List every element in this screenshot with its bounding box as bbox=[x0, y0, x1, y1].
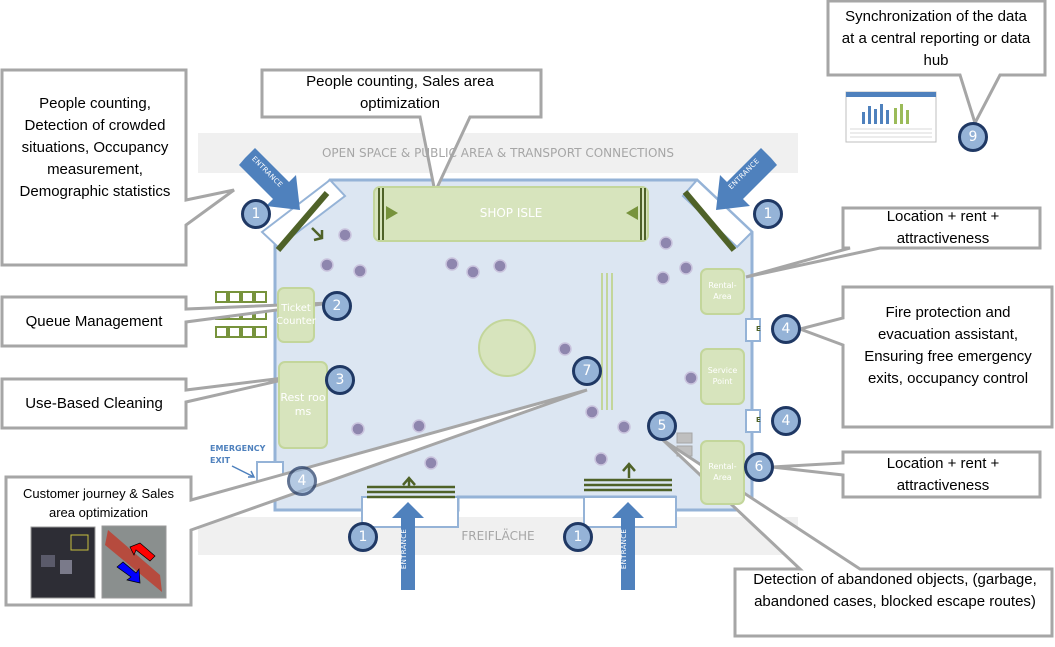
person-icon bbox=[679, 261, 693, 275]
person-icon bbox=[659, 236, 673, 250]
callout-bubble-location-top bbox=[745, 206, 1042, 279]
callout-bubble-abandoned bbox=[661, 438, 1054, 638]
direction-arrow-icon bbox=[311, 227, 324, 242]
journey-photo-crowd bbox=[101, 525, 167, 599]
emergency-exit-label: EMERGENCY EXIT bbox=[210, 444, 266, 465]
red-arrow-icon bbox=[129, 542, 156, 562]
person-icon bbox=[493, 259, 507, 273]
top-band: OPEN SPACE & PUBLIC AREA & TRANSPORT CON… bbox=[321, 146, 674, 160]
exit-marker: E bbox=[756, 416, 761, 424]
direction-arrow-icon bbox=[402, 476, 416, 487]
ticket-counter: Ticket Counter bbox=[276, 287, 316, 343]
entrance-arrow-top-right-icon bbox=[716, 148, 777, 210]
shop-isle: SHOP ISLE bbox=[373, 186, 649, 242]
callout-queue-text: Queue Management bbox=[25, 313, 163, 330]
center-feature bbox=[478, 319, 536, 377]
rental-area-top: Rental-Area bbox=[700, 268, 745, 315]
bottom-band-background bbox=[198, 517, 798, 555]
callout-bubble-crowd bbox=[0, 68, 235, 267]
callout-journey-text: Customer journey & Sales area optimizati… bbox=[22, 486, 174, 520]
door-left bbox=[275, 191, 330, 252]
exit-marker: E bbox=[756, 325, 761, 333]
callout-crowd-text: People counting, Detection of crowded si… bbox=[19, 95, 171, 200]
badge-9: 9 bbox=[958, 122, 988, 152]
door-right bbox=[682, 190, 737, 252]
person-icon bbox=[594, 452, 608, 466]
badge-6: 6 bbox=[744, 452, 774, 482]
callout-abandoned-text: Detection of abandoned objects, (garbage… bbox=[753, 571, 1037, 610]
person-icon bbox=[617, 420, 631, 434]
callout-location-bottom-text: Location + rent + attractiveness bbox=[886, 455, 1000, 494]
person-icon bbox=[412, 419, 426, 433]
person-icon bbox=[338, 228, 352, 242]
restrooms: Rest roo ms bbox=[278, 361, 328, 449]
callout-bubble-location-bottom bbox=[771, 450, 1042, 499]
person-icon bbox=[353, 264, 367, 278]
door-bottom-right bbox=[584, 478, 672, 492]
badge-1: 1 bbox=[563, 522, 593, 552]
badge-2: 2 bbox=[322, 291, 352, 321]
callout-fire-text: Fire protection and evacuation assistant… bbox=[864, 304, 1032, 387]
door-bottom-left bbox=[367, 485, 455, 499]
person-icon bbox=[684, 371, 698, 385]
callout-bubble-sales bbox=[260, 68, 543, 197]
person-icon bbox=[656, 271, 670, 285]
callout-cleaning-text: Use-Based Cleaning bbox=[25, 395, 163, 412]
person-icon bbox=[585, 405, 599, 419]
rental-area-bottom: Rental-Area bbox=[700, 440, 745, 505]
top-band-background bbox=[198, 133, 798, 173]
badge-5: 5 bbox=[647, 411, 677, 441]
badge-1: 1 bbox=[241, 199, 271, 229]
entrance-arrow-bottom-right-icon bbox=[612, 502, 644, 590]
direction-arrow-icon bbox=[622, 462, 636, 478]
callout-location-top-text: Location + rent + attractiveness bbox=[886, 208, 1000, 247]
bottom-band: FREIFLÄCHE bbox=[461, 529, 535, 543]
service-point: Service Point bbox=[700, 348, 745, 405]
callout-bubble-sync bbox=[826, 0, 1047, 127]
dashboard-thumbnail bbox=[845, 91, 937, 143]
partition bbox=[601, 273, 613, 410]
journey-photo-heatmap bbox=[30, 526, 96, 599]
person-icon bbox=[351, 422, 365, 436]
callout-bubble-fire bbox=[794, 285, 1054, 429]
person-icon bbox=[466, 265, 480, 279]
person-icon bbox=[424, 456, 438, 470]
badge-7: 7 bbox=[572, 356, 602, 386]
callout-sales-text: People counting, Sales area optimization bbox=[306, 73, 494, 112]
callout-sync-text: Synchronization of the data at a central… bbox=[841, 8, 1031, 69]
badge-1: 1 bbox=[348, 522, 378, 552]
person-icon bbox=[558, 342, 572, 356]
entrance-arrow-bottom-left-icon bbox=[392, 502, 424, 590]
person-icon bbox=[320, 258, 334, 272]
badge-4: 4 bbox=[287, 466, 317, 496]
emergency-exit-arrow-icon bbox=[231, 465, 256, 478]
badge-4: 4 bbox=[771, 314, 801, 344]
badge-1: 1 bbox=[753, 199, 783, 229]
callout-bubble-cleaning bbox=[0, 374, 301, 430]
badge-4: 4 bbox=[771, 406, 801, 436]
badge-3: 3 bbox=[325, 365, 355, 395]
blue-arrow-icon bbox=[116, 561, 141, 584]
callout-bubble-queue bbox=[0, 295, 331, 348]
entrance-arrow-top-left-icon bbox=[239, 148, 300, 210]
person-icon bbox=[445, 257, 459, 271]
